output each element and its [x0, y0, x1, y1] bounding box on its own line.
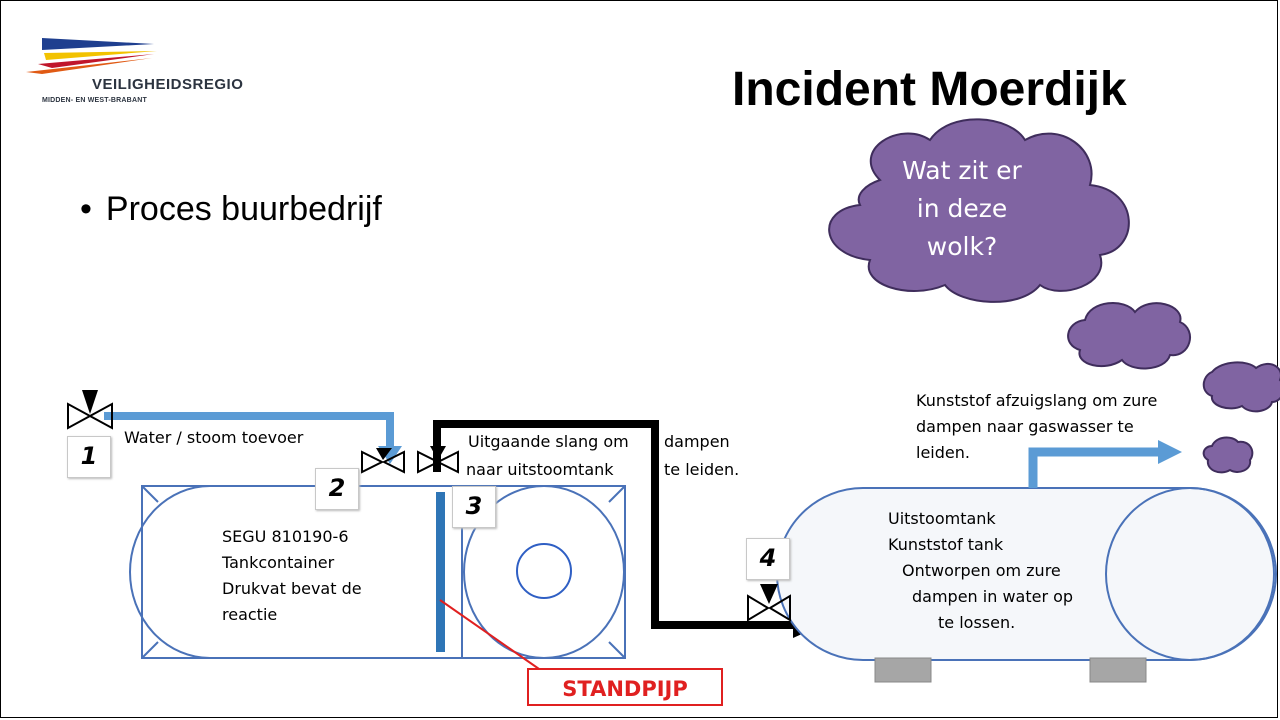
bullet-item: •Proces buurbedrijf: [80, 190, 382, 228]
tank-manhole: [516, 543, 572, 599]
valve-2-number: 2: [315, 468, 359, 510]
hose-label-line1: Uitgaande slang om: [468, 432, 629, 451]
valve-2-icon: [361, 448, 405, 474]
tank-right-end: [463, 485, 625, 659]
suction-hose: [1028, 447, 1160, 488]
suction-line-3: leiden.: [916, 443, 970, 462]
vapor-cloud-medium: [1067, 301, 1191, 370]
out-line-5: te lossen.: [938, 613, 1016, 632]
logo-mark: [26, 38, 157, 74]
hose-label-leiden: te leiden.: [664, 460, 740, 479]
valve-4-number: 4: [746, 538, 790, 580]
cloud-question: Wat zit er in deze wolk?: [862, 152, 1062, 266]
water-supply-label: Water / stoom toevoer: [124, 428, 304, 447]
outflow-tank-label: Uitstoomtank Kunststof tank Ontworpen om…: [888, 506, 1073, 636]
cloud-line-1: Wat zit er: [902, 156, 1022, 185]
tank-line-3: Drukvat bevat de: [222, 579, 362, 598]
valve-1-icon: [67, 390, 113, 430]
outflow-tank-end: [1105, 487, 1275, 661]
vapor-cloud-large: [828, 118, 1130, 303]
cloud-line-2: in deze: [916, 194, 1008, 223]
bullet-text: Proces buurbedrijf: [105, 190, 382, 228]
valve-1-number: 1: [67, 436, 111, 478]
valve-3-icon: [417, 446, 459, 474]
vapor-cloud-tiny: [1202, 436, 1254, 474]
standpijp-label: STANDPIJP: [527, 668, 723, 706]
standpipe-pointer: [439, 599, 553, 679]
logo: [22, 20, 312, 120]
suction-arrow: [1158, 440, 1182, 464]
hose-label-line2: naar uitstoomtank: [466, 460, 614, 479]
valve-3-number: 3: [452, 486, 496, 528]
tank-line-4: reactie: [222, 605, 278, 624]
out-line-4: dampen in water op: [912, 587, 1074, 606]
out-line-2: Kunststof tank: [888, 535, 1004, 554]
logo-name: VEILIGHEIDSREGIO: [92, 76, 244, 93]
tank-container-label: SEGU 810190-6 Tankcontainer Drukvat beva…: [222, 524, 362, 628]
out-line-3: Ontworpen om zure: [902, 561, 1061, 580]
tank-container-corners: [141, 485, 626, 659]
tank-left-end: [129, 485, 211, 659]
suction-line-2: dampen naar gaswasser te: [916, 417, 1134, 436]
out-line-1: Uitstoomtank: [888, 509, 996, 528]
slide-title: Incident Moerdijk: [732, 63, 1127, 116]
tank-foot-right: [1089, 657, 1147, 683]
exhaust-hose: [433, 420, 795, 629]
suction-line-1: Kunststof afzuigslang om zure: [916, 391, 1158, 410]
suction-hose-label: Kunststof afzuigslang om zure dampen naa…: [916, 388, 1157, 466]
tank-line-1: SEGU 810190-6: [222, 527, 349, 546]
tank-container-frame: [141, 485, 626, 659]
logo-subtitle: Midden- en West-Brabant: [42, 97, 147, 104]
valve-4-icon: [747, 584, 791, 622]
tank-line-2: Tankcontainer: [222, 553, 335, 572]
tank-foot-left: [874, 657, 932, 683]
water-supply-pipe: [104, 412, 394, 448]
hose-label-dampen: dampen: [664, 432, 730, 451]
standpipe: [436, 492, 445, 652]
vapor-cloud-small: [1202, 361, 1280, 413]
cloud-line-3: wolk?: [926, 232, 998, 261]
